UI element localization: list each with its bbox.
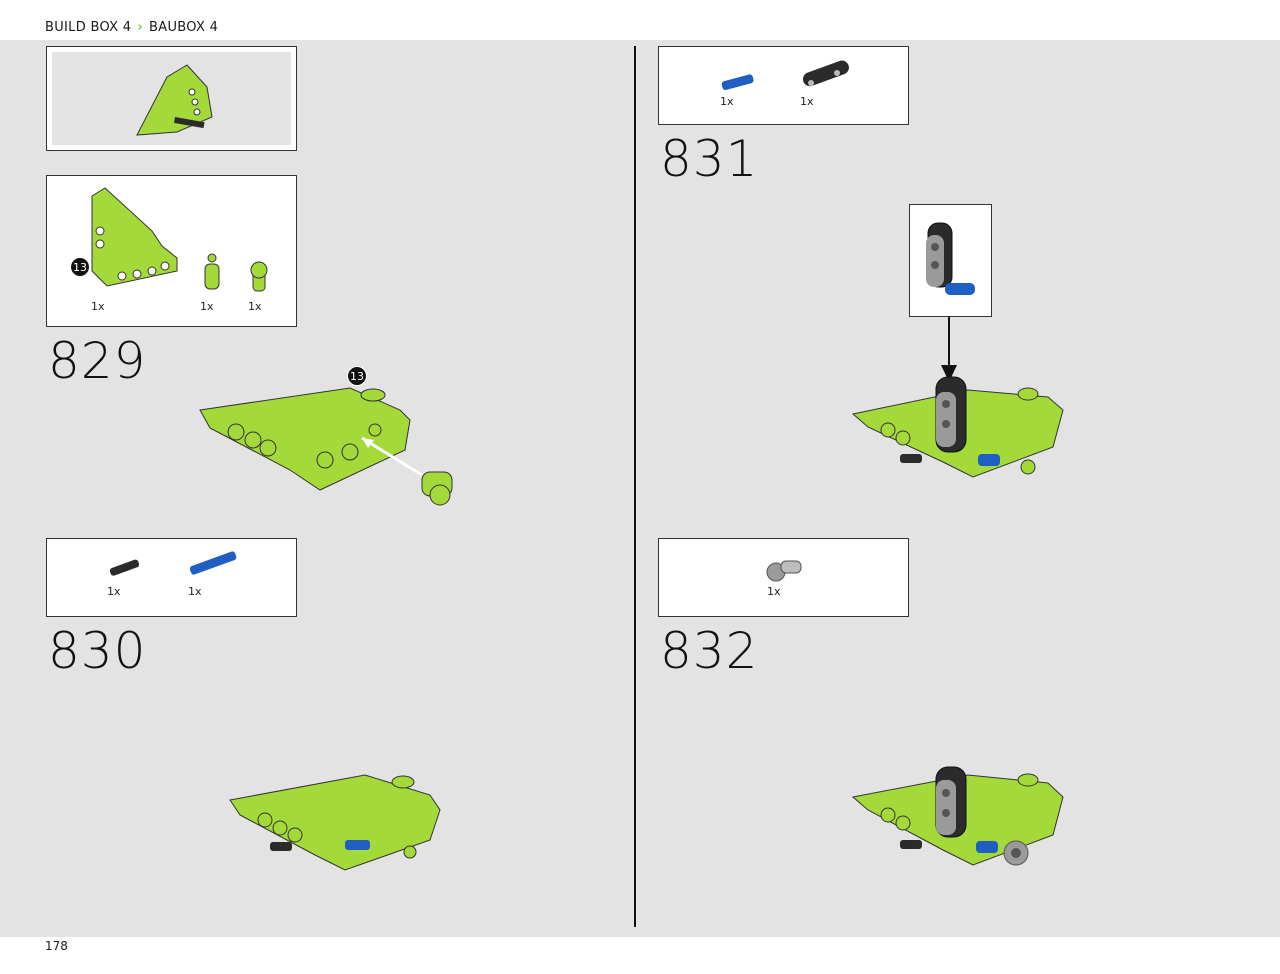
lime-panel-part-icon — [91, 187, 268, 292]
chevron-right-icon: › — [137, 20, 144, 35]
step-832-parts-box: 1x — [658, 538, 909, 617]
step-829-parts-box: 13 1x 1x 1x — [46, 175, 297, 327]
step-831-parts-box: 1x 1x — [658, 46, 909, 125]
step-829-assembly — [199, 387, 453, 506]
step-number-830: 830 — [48, 622, 147, 680]
grey-connector-part-icon — [766, 560, 802, 582]
breadcrumb-build-box: BUILD BOX 4 — [45, 20, 132, 35]
part-quantity: 1x — [248, 300, 262, 313]
step-829-parts-annotation: 13 — [70, 257, 90, 277]
step-831-assembly — [851, 376, 1064, 478]
down-arrow-icon — [941, 317, 957, 382]
part-quantity: 1x — [720, 95, 734, 108]
breadcrumb: BUILD BOX 4 › BAUBOX 4 — [45, 20, 218, 35]
step-831-callout-box — [909, 204, 992, 317]
part-quantity: 1x — [767, 585, 781, 598]
part-quantity: 1x — [200, 300, 214, 313]
step-number-832: 832 — [660, 622, 759, 680]
page-number: 178 — [45, 939, 68, 953]
step-830-assembly — [229, 774, 441, 871]
subassembly-preview-box — [46, 46, 297, 151]
step-830-parts-box: 1x 1x — [46, 538, 297, 617]
part-quantity: 1x — [107, 585, 121, 598]
breadcrumb-baubox: BAUBOX 4 — [149, 20, 219, 35]
part-quantity: 1x — [188, 585, 202, 598]
subassembly-preview-model — [136, 64, 213, 136]
part-quantity: 1x — [800, 95, 814, 108]
callout-beam-model — [926, 222, 975, 295]
part-quantity: 1x — [91, 300, 105, 313]
step-number-829: 829 — [48, 332, 147, 390]
pin-parts-icon — [109, 551, 237, 576]
beam-parts-icon — [721, 60, 849, 91]
step-832-assembly — [851, 766, 1064, 866]
step-number-831: 831 — [660, 130, 759, 188]
step-829-assembly-annotation: 13 — [347, 366, 367, 386]
page-divider — [634, 46, 636, 927]
